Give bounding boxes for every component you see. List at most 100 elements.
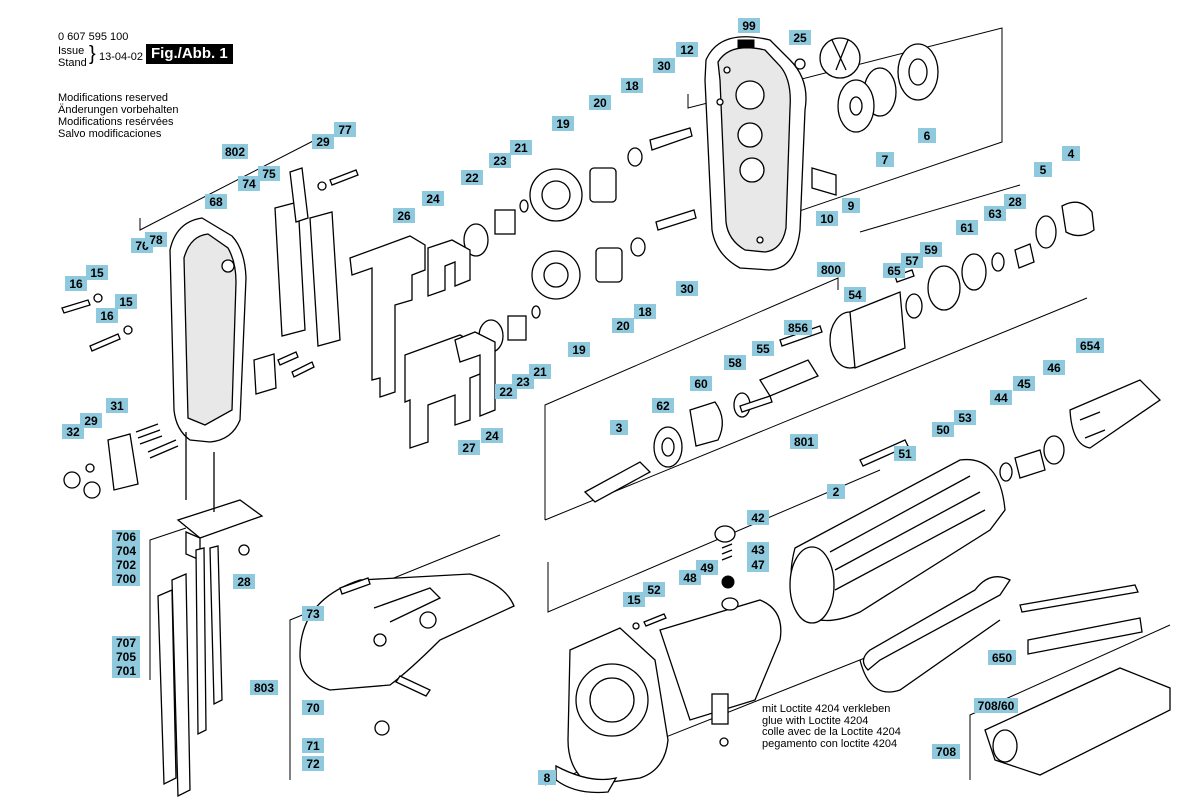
svg-text:21: 21 <box>514 141 528 155</box>
svg-text:16: 16 <box>100 309 114 323</box>
svg-text:46: 46 <box>1047 361 1061 375</box>
accessory-parts <box>859 576 1171 776</box>
svg-text:63: 63 <box>988 207 1002 221</box>
label-44: 44 <box>990 390 1012 405</box>
label-8: 8 <box>538 770 556 785</box>
svg-text:77: 77 <box>338 123 352 137</box>
gear-train-top <box>463 127 697 353</box>
label-16: 16 <box>65 276 87 291</box>
svg-text:65: 65 <box>887 264 901 278</box>
label-650: 650 <box>988 650 1016 665</box>
svg-text:78: 78 <box>149 233 163 247</box>
label-99: 99 <box>738 18 760 33</box>
label-856: 856 <box>784 320 812 335</box>
label-3: 3 <box>610 420 628 435</box>
label-702: 702 <box>112 558 140 572</box>
label-71: 71 <box>302 738 324 753</box>
svg-text:49: 49 <box>700 561 714 575</box>
svg-text:52: 52 <box>647 583 661 597</box>
svg-text:20: 20 <box>593 96 607 110</box>
label-705: 705 <box>112 650 140 664</box>
svg-text:70: 70 <box>306 701 320 715</box>
svg-text:22: 22 <box>499 385 513 399</box>
svg-text:705: 705 <box>116 650 136 664</box>
svg-text:31: 31 <box>110 399 124 413</box>
loctite-line: glue with Loctite 4204 <box>762 714 869 727</box>
label-26: 26 <box>393 208 415 223</box>
svg-text:654: 654 <box>1080 339 1100 353</box>
label-15: 15 <box>623 592 645 607</box>
label-74: 74 <box>238 176 260 191</box>
svg-text:60: 60 <box>694 377 708 391</box>
svg-text:53: 53 <box>958 411 972 425</box>
svg-text:62: 62 <box>656 399 670 413</box>
svg-text:700: 700 <box>116 572 136 586</box>
svg-text:25: 25 <box>793 31 807 45</box>
label-29: 29 <box>312 134 334 149</box>
svg-text:801: 801 <box>794 435 814 449</box>
svg-text:51: 51 <box>898 447 912 461</box>
label-53: 53 <box>954 410 976 425</box>
label-20: 20 <box>612 318 634 333</box>
svg-text:54: 54 <box>848 288 862 302</box>
svg-text:706: 706 <box>116 530 136 544</box>
label-62: 62 <box>652 398 674 413</box>
blade-assembly <box>157 432 264 798</box>
svg-text:8: 8 <box>544 771 551 785</box>
label-75: 75 <box>258 166 280 181</box>
svg-text:20: 20 <box>616 319 630 333</box>
label-5: 5 <box>1034 162 1052 177</box>
svg-text:29: 29 <box>316 135 330 149</box>
svg-text:10: 10 <box>820 212 834 226</box>
label-12: 12 <box>676 42 698 57</box>
label-16: 16 <box>96 308 118 323</box>
note-line: Modifications reserved <box>58 92 169 104</box>
label-72: 72 <box>302 756 324 771</box>
svg-text:99: 99 <box>742 19 756 33</box>
svg-text:50: 50 <box>936 423 950 437</box>
issue-brace: } <box>89 43 96 65</box>
svg-text:803: 803 <box>254 681 274 695</box>
svg-text:61: 61 <box>960 221 974 235</box>
label-21: 21 <box>510 140 532 155</box>
label-54: 54 <box>844 287 866 302</box>
svg-text:73: 73 <box>306 607 320 621</box>
svg-text:24: 24 <box>485 429 499 443</box>
label-22: 22 <box>495 384 517 399</box>
label-21: 21 <box>529 364 551 379</box>
screws-left <box>61 169 359 556</box>
label-20: 20 <box>589 95 611 110</box>
loctite-line: pegamento con loctite 4204 <box>762 737 898 750</box>
label-45: 45 <box>1013 376 1035 391</box>
svg-text:704: 704 <box>116 544 136 558</box>
label-23: 23 <box>489 153 511 168</box>
svg-text:708/60: 708/60 <box>978 699 1015 713</box>
label-47: 47 <box>747 557 769 572</box>
svg-text:24: 24 <box>426 192 440 206</box>
svg-text:48: 48 <box>683 571 697 585</box>
svg-text:32: 32 <box>66 425 80 439</box>
label-57: 57 <box>901 253 923 268</box>
loctite-note: mit Loctite 4204 verkleben glue with Loc… <box>762 703 901 750</box>
label-29: 29 <box>80 413 102 428</box>
svg-text:30: 30 <box>657 59 671 73</box>
svg-text:16: 16 <box>69 277 83 291</box>
label-27: 27 <box>458 440 480 455</box>
label-9: 9 <box>842 198 860 213</box>
label-59: 59 <box>920 242 942 257</box>
label-22: 22 <box>461 170 483 185</box>
svg-text:650: 650 <box>992 651 1012 665</box>
svg-text:15: 15 <box>627 593 641 607</box>
label-19: 19 <box>568 342 590 357</box>
svg-text:802: 802 <box>225 145 245 159</box>
svg-text:28: 28 <box>237 575 251 589</box>
label-51: 51 <box>894 446 916 461</box>
svg-text:22: 22 <box>465 171 479 185</box>
svg-text:856: 856 <box>788 321 808 335</box>
bracket-parts <box>349 235 496 449</box>
part-number: 0 607 595 100 <box>58 31 129 43</box>
label-43: 43 <box>747 542 769 557</box>
label-19: 19 <box>552 116 574 131</box>
label-801: 801 <box>790 434 818 449</box>
